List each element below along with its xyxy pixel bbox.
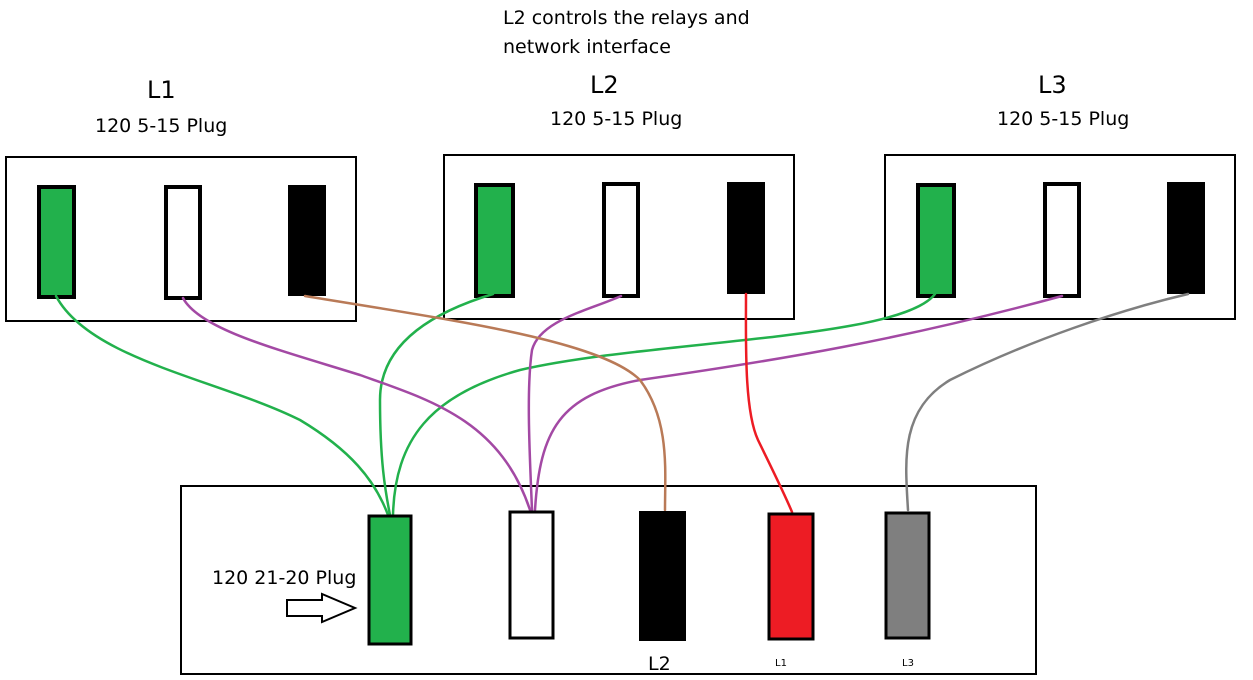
plug-l3-title: L3 [1038, 71, 1067, 99]
wire-l3-neutral [533, 294, 1064, 512]
terminal-label-l1: L1 [775, 658, 787, 669]
main-neutral-prong [508, 510, 555, 640]
main-gray-l3-prong [884, 511, 931, 640]
wire-l2-hot [744, 292, 794, 514]
note-line-2: network interface [503, 36, 671, 58]
main-ground-prong [367, 514, 413, 646]
main-red-l1-prong [767, 512, 815, 641]
wires [54, 292, 1190, 517]
plug-l3-subtitle: 120 5-15 Plug [997, 108, 1129, 130]
plug-l2-ground-prong [474, 183, 515, 298]
wire-l3-ground [391, 292, 937, 517]
right-arrow-icon [286, 592, 358, 624]
wire-l1-ground [54, 294, 390, 517]
wire-l2-ground [378, 292, 495, 517]
plug-l3-neutral-prong [1043, 182, 1081, 298]
plug-l2-title: L2 [590, 71, 619, 99]
plug-l2-subtitle: 120 5-15 Plug [550, 108, 682, 130]
terminal-label-l3: L3 [902, 658, 914, 669]
wire-l3-hot [905, 292, 1190, 512]
main-plug-label: 120 21-20 Plug [212, 567, 356, 589]
plug-l1-ground-prong [37, 185, 76, 299]
wire-l1-neutral [181, 296, 532, 512]
plug-l1-title: L1 [147, 76, 176, 104]
main-hot-l2-prong [639, 511, 686, 641]
plug-l1-hot-prong [288, 185, 326, 296]
plug-l3-hot-prong [1167, 182, 1205, 294]
plug-l2-hot-prong [727, 182, 765, 294]
wire-l2-neutral [527, 294, 623, 512]
plug-l1-neutral-prong [164, 185, 202, 300]
terminal-label-l2: L2 [648, 653, 671, 675]
wire-l1-hot [303, 294, 667, 512]
plug-l3-ground-prong [916, 183, 956, 298]
note-line-1: L2 controls the relays and [503, 7, 750, 29]
plug-l2-neutral-prong [602, 182, 640, 298]
plug-l1-subtitle: 120 5-15 Plug [95, 115, 227, 137]
